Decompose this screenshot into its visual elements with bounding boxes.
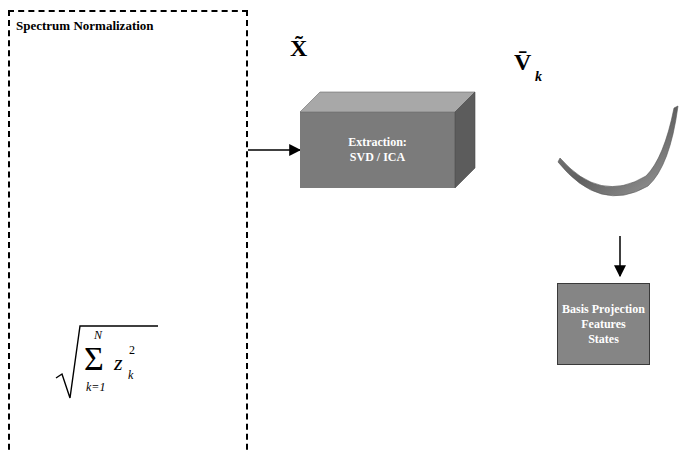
radical-sign [56, 326, 158, 398]
subscript-index: k [535, 70, 542, 84]
subscript-index: k [128, 369, 133, 381]
flow-arrow [619, 236, 621, 276]
normalization-region: Spectrum Normalization [8, 10, 248, 452]
box-label: Extraction: SVD / ICA [340, 135, 415, 165]
region-heading: Spectrum Normalization [16, 18, 240, 34]
box-label: States [588, 332, 619, 347]
basis-surface [558, 106, 678, 196]
extraction-block: Extraction: SVD / ICA [300, 112, 455, 188]
cube-top [300, 92, 475, 112]
matrix-symbol: X̃ [290, 36, 307, 60]
exponent: 2 [129, 344, 135, 356]
flow-arrow [248, 149, 300, 151]
box-label: Basis Projection Features [562, 302, 645, 332]
cube-side [455, 92, 475, 188]
sum-sign: Σ [84, 342, 104, 376]
upper-limit: N [94, 329, 102, 341]
lower-limit: k=1 [86, 381, 105, 393]
variable: z [114, 352, 123, 374]
features-box: Basis Projection FeaturesStates [557, 283, 650, 365]
basis-symbol: V̄ [514, 50, 531, 74]
